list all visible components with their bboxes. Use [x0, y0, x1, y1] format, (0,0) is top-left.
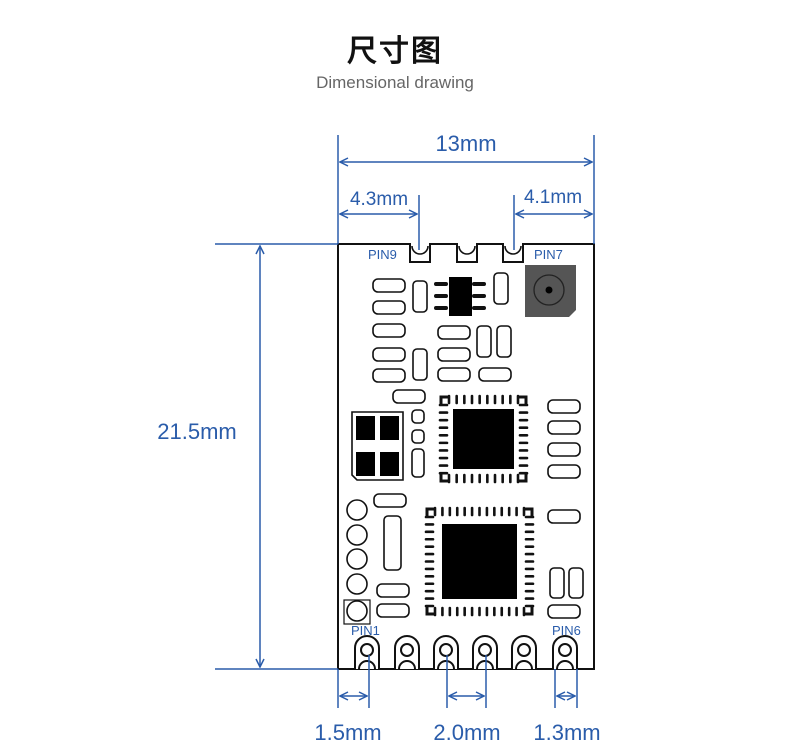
page-title: 尺寸图 [347, 34, 443, 69]
page-subtitle: Dimensional drawing [316, 73, 474, 92]
pin1-offset-label: 1.5mm [314, 720, 381, 745]
left-pin-offset-label: 4.3mm [350, 189, 408, 210]
bottom-pins [354, 635, 578, 670]
width-label: 13mm [435, 131, 496, 156]
right-pin-offset-label: 4.1mm [524, 187, 582, 208]
pin6-label: PIN6 [552, 623, 581, 638]
chip-body [453, 409, 514, 469]
pin9-label: PIN9 [368, 247, 397, 262]
pin-pitch-label: 2.0mm [433, 720, 500, 745]
dimension-lines [215, 135, 595, 708]
pin-pad [433, 635, 459, 670]
pin6-offset-label: 1.3mm [533, 720, 600, 745]
qfn-chip-small [438, 394, 529, 484]
passive-components [343, 272, 584, 625]
pin-pad [354, 635, 380, 670]
chip-corner-marks [425, 507, 534, 616]
pin1-label: PIN1 [351, 623, 380, 638]
chip-corner-marks [439, 395, 528, 483]
height-label: 21.5mm [157, 419, 236, 444]
crystal-component [351, 411, 404, 481]
soic-chip [434, 277, 486, 316]
pin-pad [472, 635, 498, 670]
microphone [525, 265, 576, 317]
pin-pad [394, 635, 420, 670]
pin-pad [511, 635, 537, 670]
chip-body [442, 524, 517, 599]
pin-pad [552, 635, 578, 670]
pin7-label: PIN7 [534, 247, 563, 262]
qfn-chip-large [424, 506, 535, 617]
